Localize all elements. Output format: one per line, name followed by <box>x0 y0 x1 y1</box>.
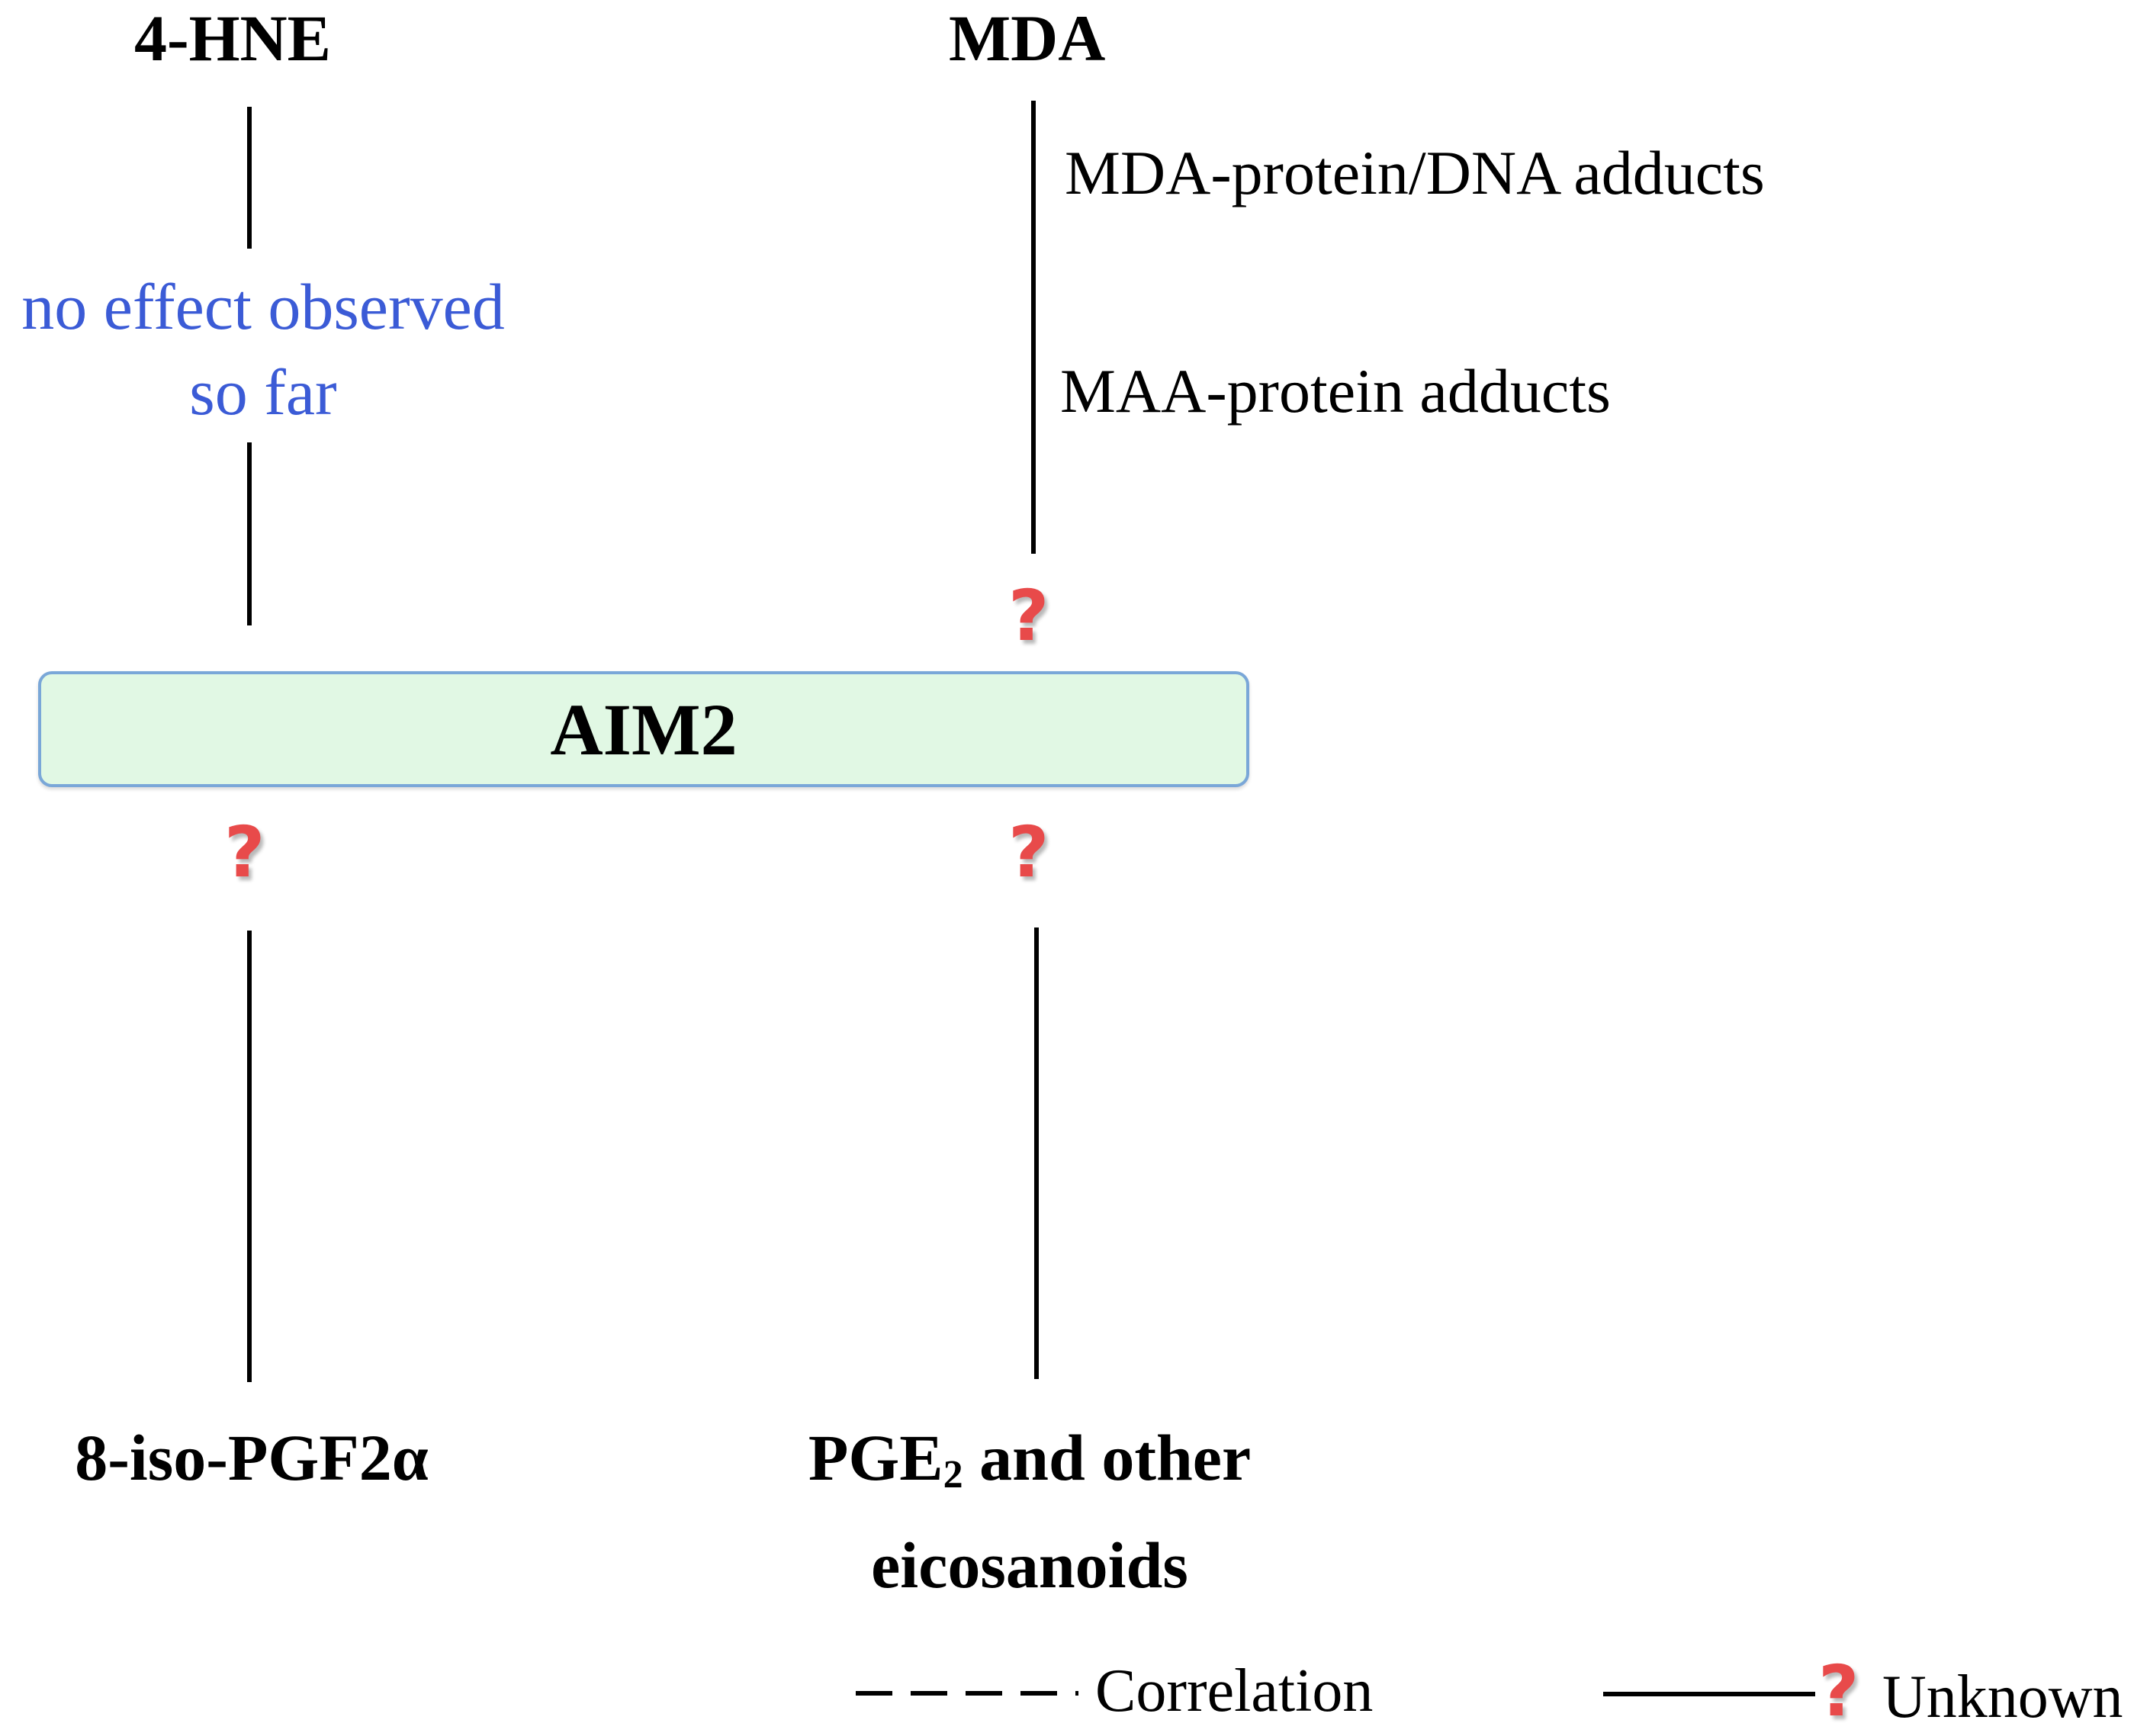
note-no-effect-line1: no effect observed <box>21 270 505 343</box>
aim2-label: AIM2 <box>550 688 738 770</box>
pge2-rest: and other <box>963 1421 1252 1494</box>
node-pge2-line2: eicosanoids <box>871 1529 1188 1602</box>
legend-dashed-line <box>856 1691 1078 1696</box>
unknown-mark-aim2-8iso: ? <box>224 812 265 893</box>
legend-correlation-label: Correlation <box>1095 1657 1374 1725</box>
connector-4hne-upper <box>247 107 252 249</box>
pge2-main: PGE <box>808 1421 943 1494</box>
connector-aim2-pge2 <box>1034 927 1039 1379</box>
legend-unknown-mark: ? <box>1818 1651 1859 1732</box>
node-4hne-title: 4-HNE <box>134 2 331 75</box>
note-no-effect-line2: so far <box>189 355 337 429</box>
connector-mda <box>1031 101 1036 554</box>
pge2-subscript: 2 <box>943 1453 963 1496</box>
aim2-box: AIM2 <box>38 671 1249 787</box>
connector-4hne-lower <box>247 442 252 625</box>
note-no-effect: no effect observed so far <box>0 264 526 435</box>
legend-solid-line <box>1603 1692 1815 1696</box>
label-mda-protein-dna-adducts: MDA-protein/DNA adducts <box>1065 138 1765 207</box>
node-mda-title: MDA <box>949 2 1106 75</box>
connector-aim2-8iso <box>247 931 252 1382</box>
label-maa-protein-adducts: MAA-protein adducts <box>1060 356 1611 426</box>
node-8-iso-pgf2a: 8-iso-PGF2α <box>75 1421 429 1494</box>
unknown-mark-mda-aim2: ? <box>1008 575 1049 657</box>
legend-unknown-label: Unknown <box>1882 1664 2123 1731</box>
unknown-mark-aim2-pge2: ? <box>1008 812 1049 893</box>
node-pge2-eicosanoids: PGE2 and other eicosanoids <box>732 1413 1327 1610</box>
node-pge2-line1: PGE2 and other <box>732 1413 1327 1520</box>
